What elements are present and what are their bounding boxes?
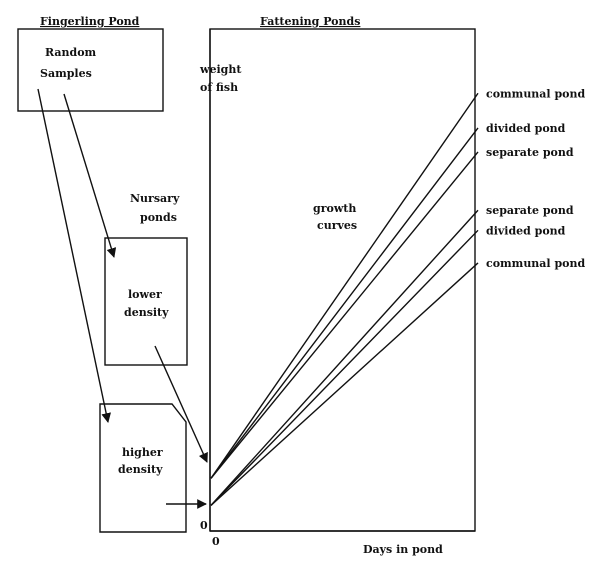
x-axis-label: Days in pond	[363, 543, 443, 556]
arrow-samples-to-lower-density	[63, 93, 117, 258]
y-axis-label-line2: of fish	[200, 81, 238, 94]
lower-density-label-line2: density	[124, 306, 169, 319]
growth-line-separate-pond-higher-density	[210, 209, 479, 506]
y-axis-label-line1: weight	[199, 63, 242, 76]
random-label: Random	[45, 46, 97, 59]
header-fattening-ponds: Fattening Ponds	[260, 15, 360, 28]
lower-density-label-line1: lower	[128, 288, 162, 301]
growth-curves-annotation-line2: curves	[317, 219, 357, 232]
growth-line-communal-pond-lower-density	[210, 92, 479, 479]
growth-line-divided-pond-lower-density	[210, 127, 479, 479]
series-label-divided-pond-lower-density: divided pond	[486, 122, 566, 135]
fattening-ponds-frame	[209, 28, 476, 532]
series-label-communal-pond-higher-density: communal pond	[486, 257, 585, 270]
higher-density-label-line1: higher	[122, 446, 163, 459]
header-fingerling-pond: Fingerling Pond	[40, 15, 140, 28]
higher-density-label-line2: density	[118, 463, 163, 476]
growth-curves-group: communal pond divided pond separate pond se…	[210, 87, 585, 506]
growth-line-communal-pond-higher-density	[210, 262, 479, 506]
series-label-divided-pond-higher-density: divided pond	[486, 224, 566, 237]
nursery-ponds-title-line2: ponds	[140, 211, 177, 224]
series-label-communal-pond-lower-density: communal pond	[486, 87, 585, 100]
arrow-samples-to-higher-density	[37, 88, 111, 423]
samples-label: Samples	[40, 67, 92, 80]
x-axis-zero-label: 0	[212, 535, 220, 548]
growth-curves-annotation-line1: growth	[313, 202, 356, 215]
series-label-separate-pond-higher-density: separate pond	[486, 204, 574, 217]
arrow-lower-density-to-fattening	[154, 345, 208, 463]
nursery-ponds-title-line1: Nursary	[130, 192, 180, 205]
series-label-separate-pond-lower-density: separate pond	[486, 146, 574, 159]
growth-line-separate-pond-lower-density	[210, 151, 479, 479]
lower-density-box	[104, 237, 188, 366]
fingerling-pond-box	[17, 28, 164, 112]
y-axis-zero-label: 0	[200, 519, 208, 532]
higher-density-box	[99, 403, 187, 533]
growth-line-divided-pond-higher-density	[210, 229, 479, 506]
